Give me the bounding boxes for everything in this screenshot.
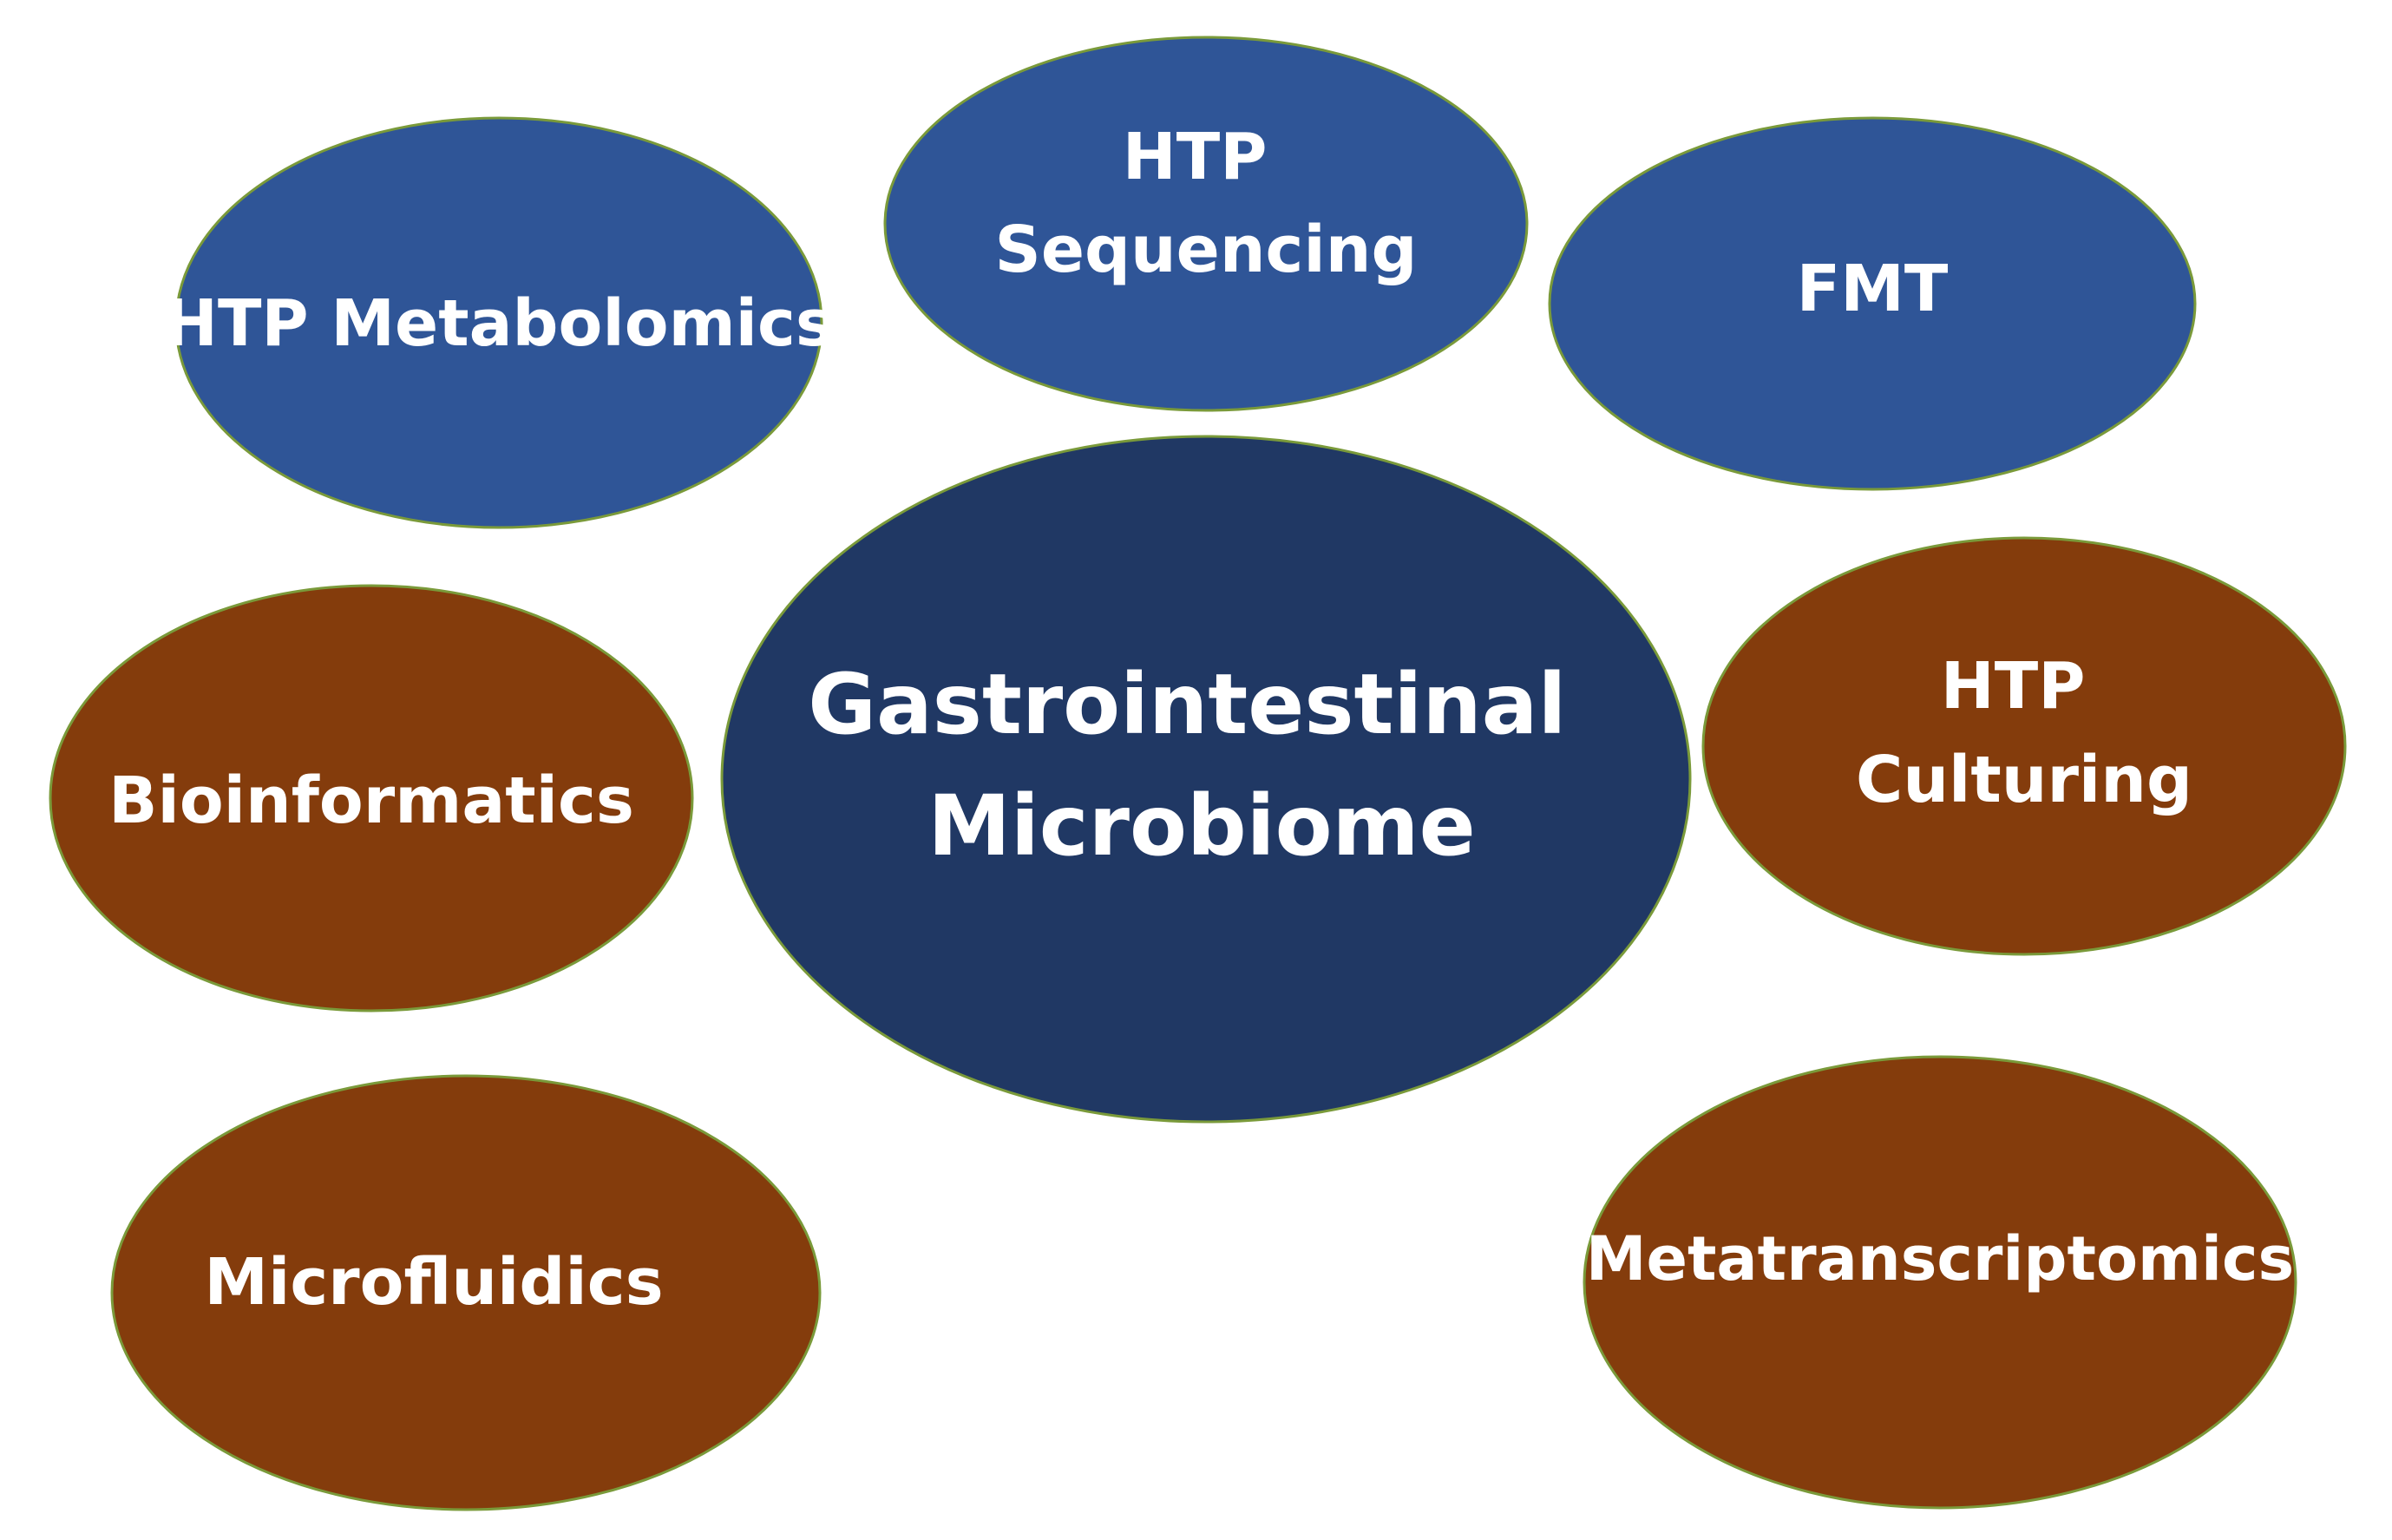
- node-htp-metabolomics: HTP Metabolomics: [164, 116, 834, 529]
- node-htp-metabolomics-shape: [174, 116, 823, 529]
- node-bioinformatics-shape: [49, 584, 694, 1012]
- node-fmt: FMT: [1548, 116, 2197, 491]
- node-fmt-shape: [1548, 116, 2197, 491]
- node-htp-metabolomics-label: HTP Metabolomics: [164, 286, 834, 361]
- node-microfluidics-label: Microfluidics: [204, 1245, 663, 1320]
- node-bioinformatics: Bioinformatics: [49, 584, 694, 1012]
- node-htp-culturing-label: HTP Culturing: [1856, 649, 2192, 817]
- node-microfluidics-shape: [110, 1074, 822, 1511]
- node-metatranscriptomics-label: Metatranscriptomics: [1586, 1223, 2294, 1294]
- node-htp-sequencing: HTP Sequencing: [883, 36, 1529, 412]
- center-node-label: Gastrointestinal Microbiome: [808, 656, 1596, 875]
- node-htp-culturing: HTP Culturing: [1701, 536, 2347, 956]
- node-htp-sequencing-shape: [883, 36, 1529, 412]
- node-htp-sequencing-label: HTP Sequencing: [995, 120, 1418, 287]
- node-htp-culturing-shape: [1701, 536, 2347, 956]
- node-metatranscriptomics: Metatranscriptomics: [1583, 1055, 2297, 1510]
- center-node-shape: [720, 435, 1692, 1124]
- node-microfluidics: Microfluidics: [110, 1074, 822, 1511]
- node-fmt-label: FMT: [1797, 252, 1949, 326]
- node-metatranscriptomics-shape: [1583, 1055, 2297, 1510]
- center-node: Gastrointestinal Microbiome: [720, 435, 1692, 1124]
- node-bioinformatics-label: Bioinformatics: [108, 763, 634, 838]
